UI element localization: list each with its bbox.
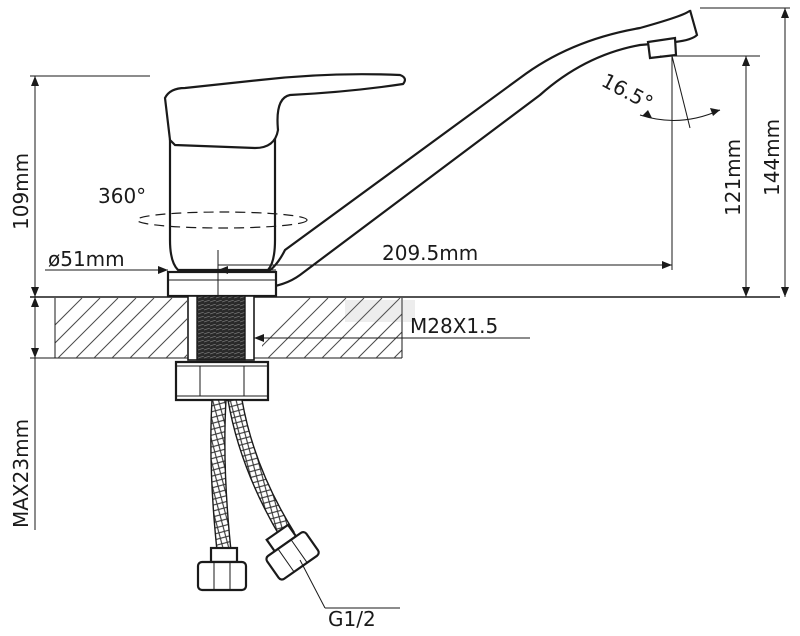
dim-deck-label: MAX23mm <box>9 419 33 528</box>
faucet-body <box>168 138 277 272</box>
dim-144-label: 144mm <box>760 119 784 196</box>
aerator <box>646 36 678 60</box>
thread-label: M28X1.5 <box>410 314 498 338</box>
dim-109-label: 109mm <box>9 153 33 230</box>
threaded-shank <box>196 295 246 361</box>
g12-label: G1/2 <box>328 607 376 631</box>
watermark <box>345 300 415 322</box>
dim-209-arrow <box>662 261 672 269</box>
dim-51-label: ø51mm <box>48 247 125 271</box>
swivel-ellipse <box>136 211 308 229</box>
angle-arrows <box>642 108 720 118</box>
hose-right <box>227 399 295 541</box>
counter-hatch-left <box>55 298 187 358</box>
angle-arc <box>639 109 721 121</box>
g12-leader <box>299 559 326 609</box>
hose-fitting-right <box>265 523 320 581</box>
lever-handle <box>163 73 407 150</box>
thread-arrow <box>254 334 264 342</box>
hose-left <box>210 399 233 561</box>
mounting-nut-chamfers <box>176 365 268 397</box>
dim-209-label: 209.5mm <box>382 241 478 265</box>
hose-fitting-left <box>196 546 248 592</box>
angle-label: 16.5° <box>598 68 657 115</box>
dim-121-label: 121mm <box>721 139 745 216</box>
rotation-label: 360° <box>98 184 146 208</box>
counter-hatch-right <box>262 298 402 358</box>
mounting-nut <box>174 360 270 402</box>
spout <box>260 9 699 290</box>
base-plate <box>166 270 278 298</box>
angle-ray <box>671 55 691 129</box>
